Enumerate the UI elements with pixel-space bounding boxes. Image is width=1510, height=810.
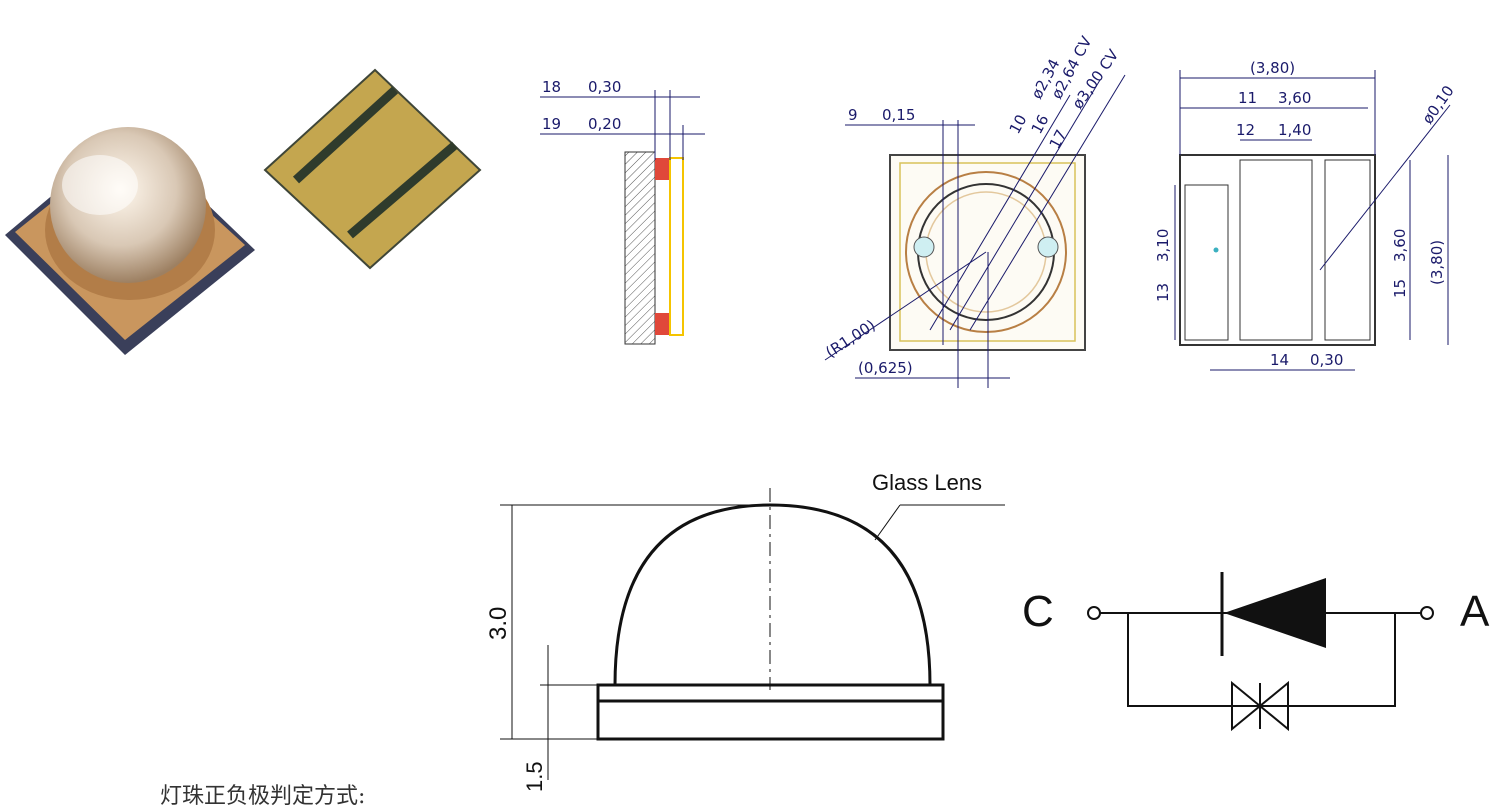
bottom-pad-left [1184, 184, 1229, 341]
leader-hole [1319, 104, 1451, 271]
top-lens-ring-outer [905, 171, 1067, 333]
side-pad-top [655, 158, 670, 180]
label-13: 13 [1154, 283, 1172, 302]
label-offset: (0,625) [858, 359, 913, 377]
leader-d2 [949, 79, 1101, 331]
circuit-symbol: C A [1022, 572, 1490, 732]
value-9: 0,15 [882, 106, 915, 124]
diode-triangle [1224, 578, 1326, 648]
bottom-view: (3,80) 11 3,60 12 1,40 3,10 13 14 0,30 3… [1154, 59, 1458, 371]
label-15: 15 [1391, 279, 1409, 298]
leader-r [824, 251, 987, 361]
bottom-pad-right [1324, 159, 1371, 341]
cathode-terminal [1087, 606, 1101, 620]
bottom-pad-center [1239, 159, 1313, 341]
tvs-left [1231, 680, 1262, 732]
side-pad-bottom [655, 313, 670, 335]
label-10: 10 [1006, 112, 1031, 137]
top-view: 9 0,15 10 16 17 ø2,34 ø2,64 CV ø3,00 CV … [822, 33, 1126, 388]
label-9: 9 [848, 106, 858, 124]
pcb-substrate [263, 68, 482, 270]
tvs-right [1258, 680, 1289, 732]
label-11: 11 [1238, 89, 1257, 107]
side-body-hatched [624, 151, 656, 345]
pcb-photo [263, 68, 482, 270]
label-16: 16 [1028, 112, 1053, 137]
label-18: 18 [542, 78, 561, 96]
top-pin-left [913, 236, 935, 258]
bypass-wire [1127, 613, 1396, 707]
lens-base-value: 1.5 [522, 761, 547, 792]
label-width-total: (3,80) [1250, 59, 1295, 77]
value-14: 0,30 [1310, 351, 1343, 369]
bottom-marker [1213, 247, 1219, 253]
side-lens-outline [669, 157, 684, 336]
polarity-caption: 灯珠正负极判定方式: [160, 784, 366, 809]
anode-label: A [1460, 587, 1490, 636]
leader-d3 [969, 74, 1126, 331]
led-dome-highlight [62, 155, 138, 215]
top-pin-right [1037, 236, 1059, 258]
lens-dome [613, 503, 932, 686]
side-view: 18 0,30 19 0,20 [540, 78, 705, 345]
label-14: 14 [1270, 351, 1289, 369]
cathode-label: C [1022, 587, 1054, 636]
value-13: 3,10 [1154, 229, 1172, 262]
value-12: 1,40 [1278, 121, 1311, 139]
lens-leader-1 [874, 504, 901, 541]
value-18: 0,30 [588, 78, 621, 96]
bottom-outline [1179, 154, 1376, 346]
pcb-gap-2 [347, 141, 458, 239]
lens-height-value: 3.0 [485, 607, 512, 640]
lens-base-bottom [596, 699, 945, 741]
led-photo [5, 127, 255, 355]
label-12: 12 [1236, 121, 1255, 139]
value-15: 3,60 [1391, 229, 1409, 262]
lens-label: Glass Lens [872, 470, 982, 495]
value-11: 3,60 [1278, 89, 1311, 107]
leader-d1 [929, 94, 1071, 331]
label-radius: (R1,00) [822, 316, 878, 361]
label-height-total: (3,80) [1428, 240, 1446, 285]
value-19: 0,20 [588, 115, 621, 133]
lens-view: Glass Lens 3.0 1.5 [485, 470, 1005, 792]
anode-terminal [1420, 606, 1434, 620]
label-19: 19 [542, 115, 561, 133]
pcb-gap-1 [292, 86, 399, 184]
